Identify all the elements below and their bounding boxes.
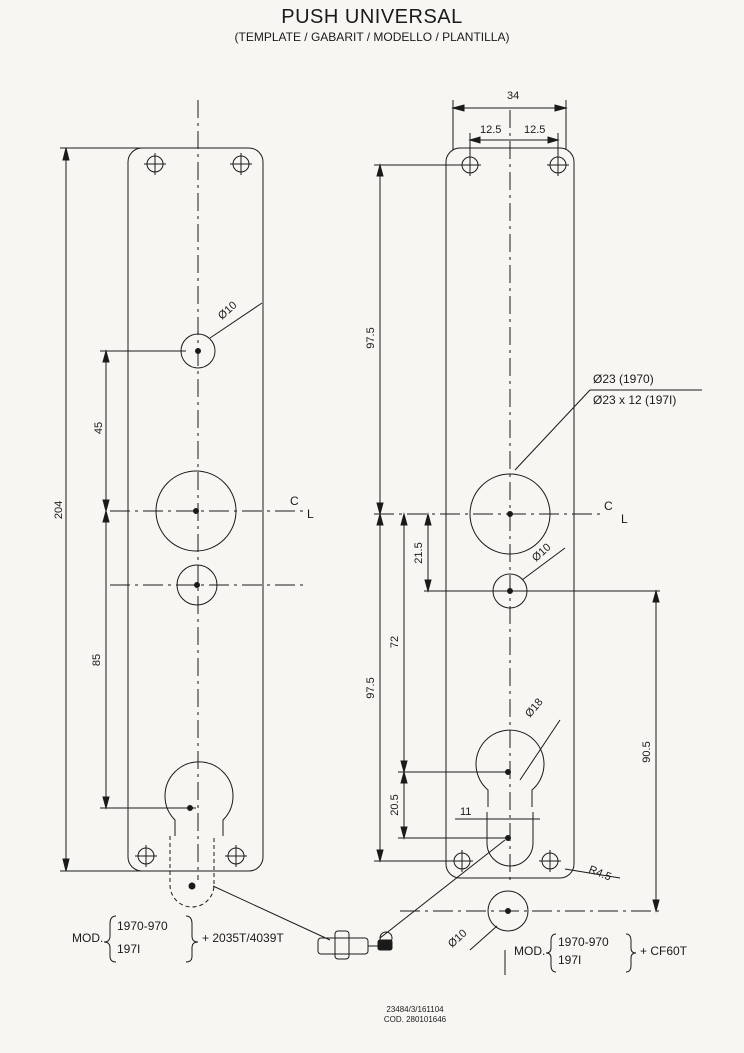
left-mod-bracket (103, 915, 117, 963)
right-centerline-c: C (604, 499, 613, 513)
dim-left-hole: Ø10 (216, 299, 239, 322)
left-mod-line-1: 1970-970 (117, 919, 168, 933)
big-hole-callout-1970: Ø23 (1970) (593, 372, 654, 386)
dim-right-hole-a: Ø10 (530, 541, 553, 564)
dim-right-half-right: 12.5 (524, 124, 545, 136)
dim-right-half-left: 12.5 (480, 124, 501, 136)
dim-right-upper: 97.5 (365, 327, 377, 348)
left-plate (60, 100, 331, 941)
dim-right-radius: R4.5 (587, 864, 613, 884)
right-bottom-hole (487, 890, 529, 932)
right-mod-label: MOD. (514, 944, 545, 958)
right-cylinder-slot (486, 822, 534, 867)
dim-right-slot: 11 (460, 806, 471, 818)
right-dimensions (374, 100, 660, 913)
right-centerline-l: L (621, 512, 628, 526)
dim-left-total: 204 (53, 501, 65, 519)
drawing-number: 23484/3/161104 (386, 1005, 444, 1014)
left-dimensions (60, 147, 198, 872)
dim-left-lower: 85 (91, 654, 103, 666)
cylinder-key-icon (317, 930, 393, 960)
dim-right-small-offset: 21.5 (413, 542, 425, 563)
right-mod-line-1: 1970-970 (558, 935, 609, 949)
dim-right-hole-b: Ø18 (523, 696, 546, 720)
page-title: PUSH UNIVERSAL (281, 6, 463, 28)
dim-right-hole-c: Ø10 (446, 927, 469, 950)
big-hole-callout-197i: Ø23 x 12 (197I) (593, 393, 676, 407)
dim-right-width: 34 (507, 90, 519, 102)
right-mod-line-2: 197I (558, 953, 581, 967)
dim-right-total: 90.5 (641, 741, 653, 762)
product-code: COD. 280101646 (383, 1015, 447, 1024)
dim-right-bottom: 20.5 (389, 794, 401, 815)
right-plate (374, 100, 702, 951)
dim-right-mid: 72 (389, 636, 401, 648)
left-mounting-holes (135, 153, 252, 867)
right-accessory: + CF60T (640, 944, 688, 958)
page-subtitle: (TEMPLATE / GABARIT / MODELLO / PLANTILL… (234, 30, 510, 44)
left-mod-line-2: 197I (117, 942, 140, 956)
product-codes: 23484/3/161104 COD. 280101646 (360, 1005, 470, 1025)
left-accessory: + 2035T/4039T (202, 931, 284, 945)
right-mod-bracket (545, 933, 557, 973)
dim-left-upper: 45 (93, 422, 105, 434)
left-centerline-l: L (307, 507, 314, 521)
left-cylinder-cutout (164, 761, 234, 836)
left-mod-label: MOD. (72, 931, 103, 945)
dim-right-lower: 97.5 (365, 677, 377, 698)
left-centerline-c: C (290, 494, 299, 508)
